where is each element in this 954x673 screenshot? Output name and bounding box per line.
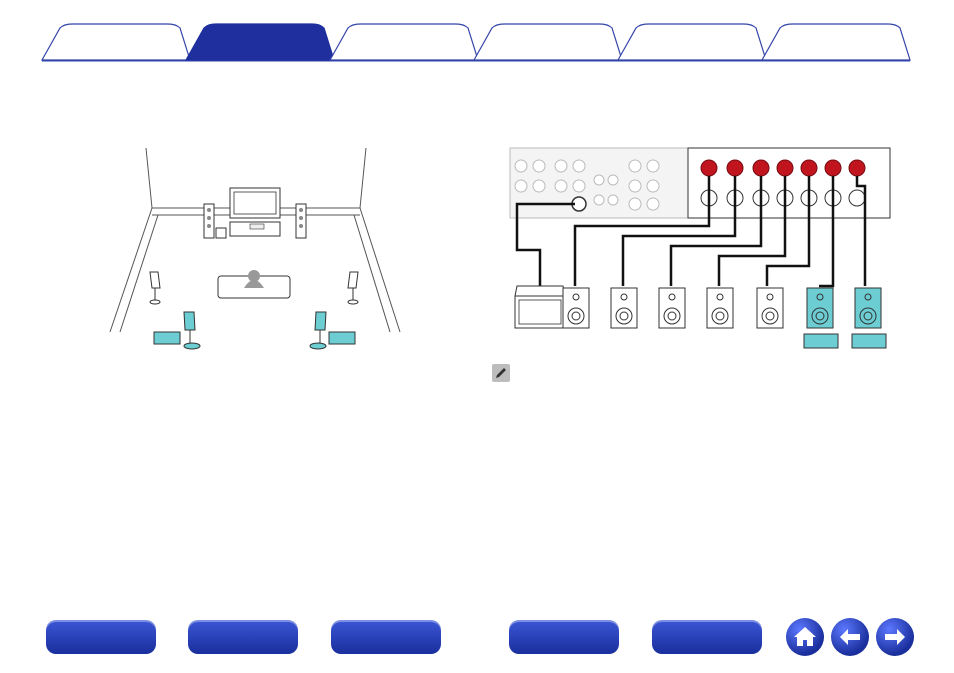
sofa <box>217 270 291 299</box>
tv <box>229 187 281 237</box>
tab-1[interactable] <box>184 23 335 61</box>
footer-button-3[interactable] <box>509 620 619 654</box>
footer-button-0[interactable] <box>46 620 156 654</box>
tab-4[interactable] <box>616 23 767 61</box>
connection-diagram <box>509 147 891 349</box>
surround-back-right-speaker <box>309 311 327 350</box>
home-icon <box>794 627 816 646</box>
tab-5[interactable] <box>760 23 911 61</box>
surround-back-left-speaker <box>183 311 201 350</box>
speaker-boxes <box>562 287 882 329</box>
footer-button-2[interactable] <box>331 620 441 654</box>
label-box-left <box>153 331 181 345</box>
front-right-speaker <box>295 203 307 239</box>
tab-bar <box>40 23 911 62</box>
cables <box>515 176 867 288</box>
label-box-sbl <box>803 333 839 349</box>
surround-left-speaker <box>149 271 161 305</box>
back-button[interactable] <box>831 618 869 656</box>
subwoofer <box>215 227 227 239</box>
surround-right-speaker <box>347 271 359 305</box>
back-arrow-icon <box>840 629 860 645</box>
tab-3[interactable] <box>472 23 623 61</box>
pencil-icon <box>492 364 510 382</box>
front-left-speaker <box>203 203 215 239</box>
footer-button-4[interactable] <box>652 620 762 654</box>
home-button[interactable] <box>786 618 824 656</box>
label-box-sbr <box>851 333 887 349</box>
forward-button[interactable] <box>876 618 914 656</box>
forward-arrow-icon <box>885 629 905 645</box>
room-layout-illustration <box>109 147 401 350</box>
tab-0[interactable] <box>40 23 191 61</box>
footer-button-1[interactable] <box>188 620 298 654</box>
subwoofer-box <box>514 285 566 329</box>
label-box-right <box>328 331 356 345</box>
tab-2[interactable] <box>328 23 479 61</box>
